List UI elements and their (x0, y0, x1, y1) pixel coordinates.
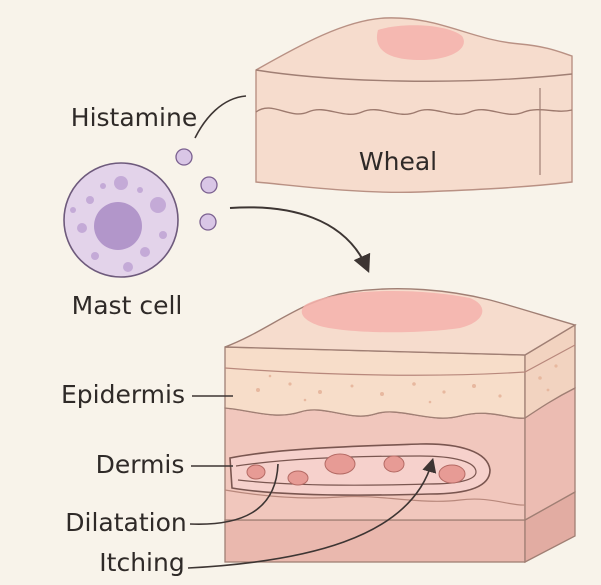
curved-arrow-icon (229, 206, 371, 273)
mast-cell (63, 162, 179, 278)
itching-arrow (187, 457, 437, 569)
epidermis-front (224, 346, 526, 419)
histamine-granule (200, 176, 218, 194)
epidermis-label: Epidermis (61, 380, 185, 409)
wheal-spot (376, 25, 464, 60)
base-layer (224, 519, 526, 563)
dilatation-leader-line (189, 463, 279, 525)
dilatation-label: Dilatation (65, 508, 186, 537)
histamine-granule (175, 148, 193, 166)
mast-cell-label: Mast cell (72, 291, 183, 320)
wheal-label: Wheal (359, 147, 437, 176)
wheal-skin-block: Wheal (255, 17, 573, 193)
wheal-block-body (255, 17, 573, 193)
epidermis-speckles (256, 364, 558, 404)
wheal-wavy-line (255, 107, 573, 115)
dermis-wave-bottom (224, 489, 526, 506)
dermis-label: Dermis (96, 450, 185, 479)
histamine-label: Histamine (71, 103, 197, 132)
histamine-granule (199, 213, 217, 231)
mast-cell-nucleus (94, 202, 142, 250)
histamine-leader-line (194, 95, 247, 139)
itching-label: Itching (99, 548, 184, 577)
wheal-bump-spot (301, 290, 483, 333)
mast-cell-granules (70, 176, 167, 272)
wheal-block-top-edge (255, 69, 573, 82)
blood-cells (246, 453, 466, 486)
skin-cross-section (224, 288, 577, 564)
epidermis-line (224, 344, 576, 376)
histamine-granules (175, 148, 218, 231)
